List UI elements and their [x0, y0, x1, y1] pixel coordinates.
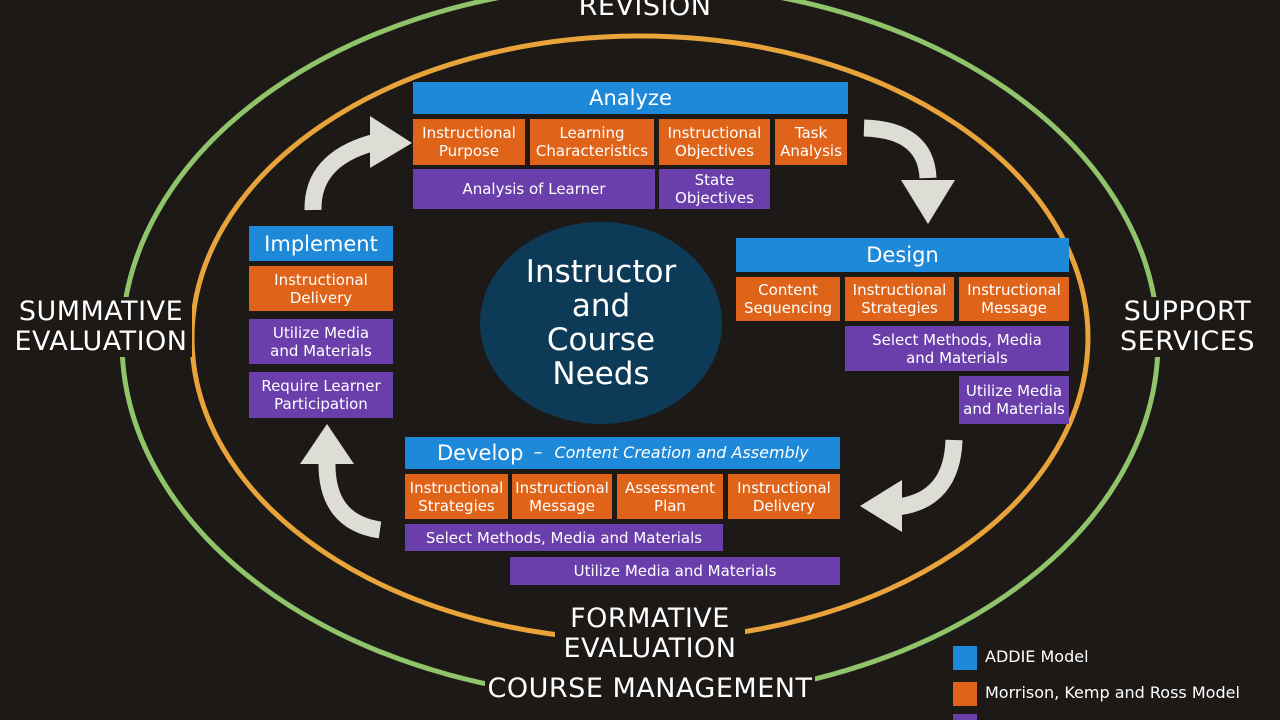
arrowhead-implement: [300, 424, 354, 464]
summative-evaluation-label: SUMMATIVE EVALUATION: [10, 297, 192, 357]
legend-swatch-purple: [953, 714, 977, 720]
design-content-sequencing: Content Sequencing: [736, 277, 840, 321]
analyze-task-analysis: Task Analysis: [775, 119, 847, 165]
develop-instructional-strategies: Instructional Strategies: [405, 474, 508, 519]
develop-title: Develop: [437, 441, 524, 465]
develop-subtitle: Content Creation and Assembly: [554, 443, 809, 462]
arrowhead-design: [901, 180, 955, 224]
arrow-design-to-develop: [896, 439, 963, 516]
legend-addie-label: ADDIE Model: [985, 647, 1089, 666]
design-instructional-message: Instructional Message: [959, 277, 1069, 321]
design-header: Design: [736, 238, 1069, 272]
revision-label: REVISION: [560, 0, 730, 22]
support-services-label: SUPPORT SERVICES: [1110, 297, 1265, 357]
arrow-analyze-to-design: [863, 119, 937, 179]
design-select-methods: Select Methods, Media and Materials: [845, 326, 1069, 371]
center-label: Instructor and Course Needs: [525, 254, 677, 392]
develop-select-methods: Select Methods, Media and Materials: [405, 524, 723, 551]
implement-header: Implement: [249, 226, 393, 261]
arrowhead-analyze: [370, 116, 412, 168]
develop-utilize-media: Utilize Media and Materials: [510, 557, 840, 585]
arrowhead-develop: [860, 480, 902, 532]
analyze-analysis-of-learner: Analysis of Learner: [413, 169, 655, 209]
course-management-label: COURSE MANAGEMENT: [485, 674, 815, 704]
develop-instructional-delivery: Instructional Delivery: [728, 474, 840, 519]
center-ellipse: [480, 222, 722, 424]
legend-mkr-label: Morrison, Kemp and Ross Model: [985, 683, 1240, 702]
develop-header: Develop – Content Creation and Assembly: [405, 437, 840, 469]
design-utilize-media: Utilize Media and Materials: [959, 376, 1069, 424]
analyze-instructional-objectives: Instructional Objectives: [659, 119, 770, 165]
implement-instructional-delivery: Instructional Delivery: [249, 266, 393, 311]
arrow-develop-to-implement: [318, 461, 382, 539]
develop-assessment-plan: Assessment Plan: [617, 474, 723, 519]
formative-evaluation-label: FORMATIVE EVALUATION: [555, 604, 745, 664]
develop-instructional-message: Instructional Message: [512, 474, 612, 519]
analyze-learning-characteristics: Learning Characteristics: [530, 119, 654, 165]
arrow-implement-to-analyze: [304, 134, 375, 211]
implement-require-learner-participation: Require Learner Participation: [249, 372, 393, 418]
develop-dash: –: [533, 442, 543, 463]
design-instructional-strategies: Instructional Strategies: [845, 277, 954, 321]
analyze-header: Analyze: [413, 82, 848, 114]
analyze-state-objectives: State Objectives: [659, 169, 770, 209]
legend-swatch-addie: [953, 646, 977, 670]
legend-swatch-mkr: [953, 682, 977, 706]
analyze-instructional-purpose: Instructional Purpose: [413, 119, 525, 165]
implement-utilize-media: Utilize Media and Materials: [249, 319, 393, 364]
